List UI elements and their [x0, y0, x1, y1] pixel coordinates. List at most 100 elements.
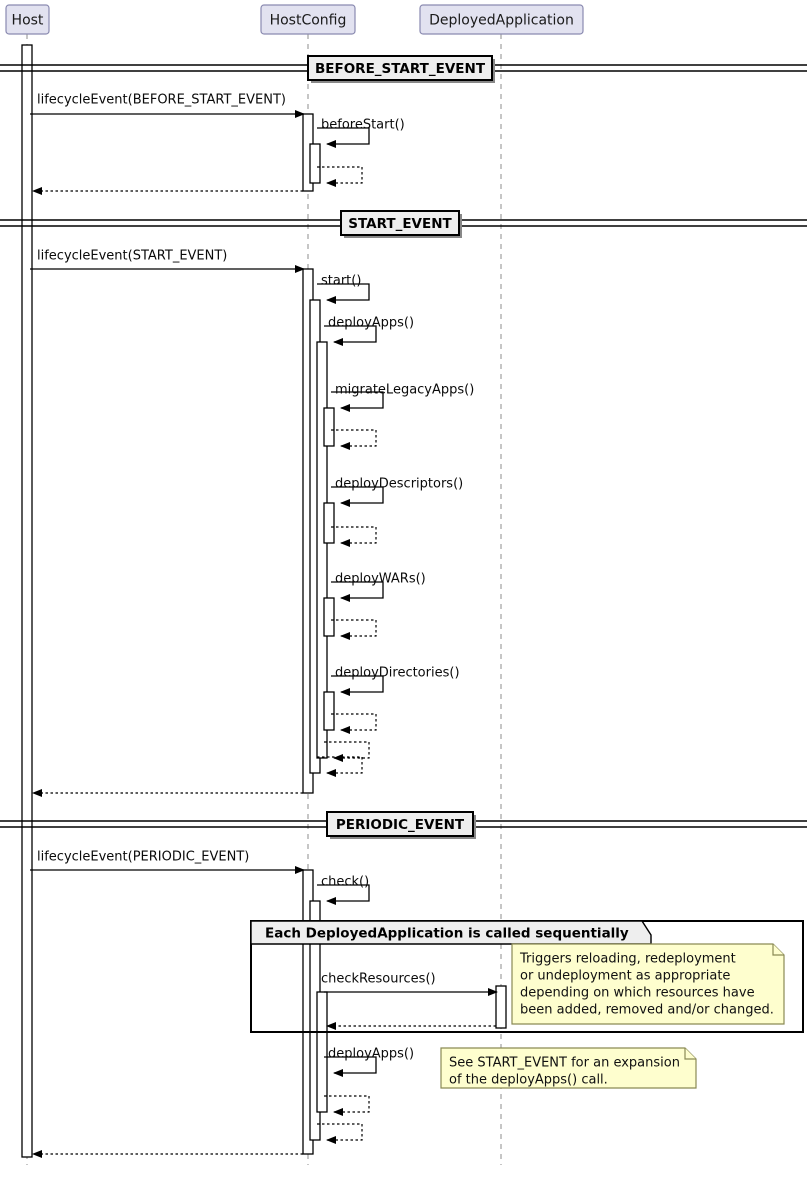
message-m20: check()	[317, 875, 370, 905]
participant-box[interactable]	[419, 4, 584, 35]
activation-bar-a-cfg-2-s3c	[323, 597, 335, 637]
message-arrow	[331, 581, 384, 602]
notes-layer: Triggers reloading, redeployment or undep…	[440, 943, 785, 1089]
messages-layer: lifecycleEvent(BEFORE_START_EVENT)before…	[30, 93, 498, 1158]
message-label: lifecycleEvent(BEFORE_START_EVENT)	[37, 93, 286, 108]
participant-host[interactable]: Host	[5, 4, 50, 35]
message-arrow	[331, 713, 377, 734]
message-m24	[324, 1095, 370, 1116]
note-line: depending on which resources have	[520, 986, 755, 1001]
activation-bar-a-cfg-1-self	[309, 143, 321, 184]
activation-bar-a-cfg-3-s2	[316, 991, 328, 1113]
message-label: deployApps()	[328, 316, 414, 331]
message-arrow	[331, 391, 384, 412]
message-m17	[317, 756, 363, 777]
message-label: lifecycleEvent(PERIODIC_EVENT)	[37, 850, 249, 865]
divider-label: BEFORE_START_EVENT	[315, 61, 486, 77]
divider-before-start: BEFORE_START_EVENT	[0, 55, 807, 83]
message-label: deployApps()	[328, 1047, 414, 1062]
divider-label: PERIODIC_EVENT	[336, 817, 465, 833]
participant-deployed[interactable]: DeployedApplication	[419, 4, 584, 35]
divider-start: START_EVENT	[0, 210, 807, 238]
divider-periodic: PERIODIC_EVENT	[0, 811, 807, 839]
note-line: of the deployApps() call.	[449, 1073, 608, 1088]
divider-box	[340, 210, 460, 236]
message-m14: deployDirectories()	[331, 666, 460, 696]
message-arrow	[331, 619, 377, 640]
message-m11	[331, 526, 377, 547]
message-m5: lifecycleEvent(START_EVENT)	[30, 249, 305, 273]
note-note-deploy-apps: See START_EVENT for an expansion of the d…	[440, 1047, 697, 1089]
participant-box[interactable]	[260, 4, 356, 35]
participant-box[interactable]	[5, 4, 50, 35]
activation-bar-a-cfg-2-s3b	[323, 502, 335, 544]
message-arrow	[324, 325, 377, 346]
activation-bar-a-cfg-2-s3d	[323, 691, 335, 731]
message-m16	[324, 741, 370, 762]
message-label: deployWARs()	[335, 572, 426, 587]
message-label: start()	[321, 274, 361, 289]
message-m1: lifecycleEvent(BEFORE_START_EVENT)	[30, 93, 305, 118]
message-label: migrateLegacyApps()	[335, 383, 474, 398]
message-arrow	[331, 526, 377, 547]
note-note-check-resources: Triggers reloading, redeployment or undep…	[511, 943, 785, 1025]
message-m2: beforeStart()	[317, 118, 405, 148]
note-body	[440, 1047, 697, 1089]
message-label: checkResources()	[321, 972, 436, 987]
message-label: check()	[321, 875, 369, 890]
message-m15	[331, 713, 377, 734]
message-m3	[317, 166, 363, 187]
message-label: deployDescriptors()	[335, 477, 463, 492]
message-m13	[331, 619, 377, 640]
activation-bar-a-cfg-2-s2	[316, 341, 328, 759]
message-m6: start()	[317, 274, 370, 304]
note-line: Triggers reloading, redeployment	[519, 952, 736, 967]
group-each-deployed-app: Each DeployedApplication is called seque…	[250, 920, 804, 1033]
message-label: lifecycleEvent(START_EVENT)	[37, 249, 227, 264]
message-arrow	[317, 756, 363, 777]
message-label: beforeStart()	[321, 118, 405, 133]
message-arrow	[317, 1123, 363, 1144]
group-title-label: Each DeployedApplication is called seque…	[265, 926, 629, 942]
message-arrow	[317, 166, 363, 187]
message-m10: deployDescriptors()	[331, 477, 463, 507]
dividers-layer: BEFORE_START_EVENT START_EVENT PERIODIC_EV…	[0, 55, 807, 839]
participants-layer: Host HostConfig DeployedApplication	[5, 4, 584, 35]
note-fold-corner	[772, 944, 784, 956]
message-arrow	[324, 1056, 377, 1077]
participant-config[interactable]: HostConfig	[260, 4, 356, 35]
message-m7: deployApps()	[324, 316, 414, 346]
activation-bar-a-cfg-2-s3a	[323, 407, 335, 447]
message-m21: checkResources()	[321, 972, 498, 996]
message-m23: deployApps()	[324, 1047, 414, 1077]
note-fold-corner	[684, 1048, 696, 1060]
activations-layer	[21, 44, 507, 1158]
activation-bar-a-dep-1	[495, 985, 507, 1029]
note-body	[511, 943, 785, 1025]
message-m9	[331, 429, 377, 450]
message-arrow	[331, 675, 384, 696]
message-m19: lifecycleEvent(PERIODIC_EVENT)	[30, 850, 305, 874]
participant-label: HostConfig	[270, 13, 347, 29]
divider-label: START_EVENT	[348, 216, 452, 232]
message-arrow	[331, 486, 384, 507]
groups-layer: Each DeployedApplication is called seque…	[250, 920, 804, 1033]
message-arrow	[317, 884, 370, 905]
message-m12: deployWARs()	[331, 572, 426, 602]
message-m8: migrateLegacyApps()	[331, 383, 474, 412]
message-arrow	[317, 127, 370, 148]
participant-label: Host	[12, 13, 44, 29]
note-line: See START_EVENT for an expansion	[449, 1056, 680, 1071]
message-arrow	[317, 283, 370, 304]
message-m25	[317, 1123, 363, 1144]
message-arrow	[324, 1095, 370, 1116]
divider-box	[307, 55, 493, 81]
message-arrow	[324, 741, 370, 762]
activation-bar-a-host-1	[21, 44, 33, 1158]
participant-label: DeployedApplication	[429, 13, 574, 29]
message-label: deployDirectories()	[335, 666, 460, 681]
note-line: or undeployment as appropriate	[520, 969, 730, 984]
group-tab	[250, 920, 652, 945]
divider-box	[326, 811, 474, 837]
